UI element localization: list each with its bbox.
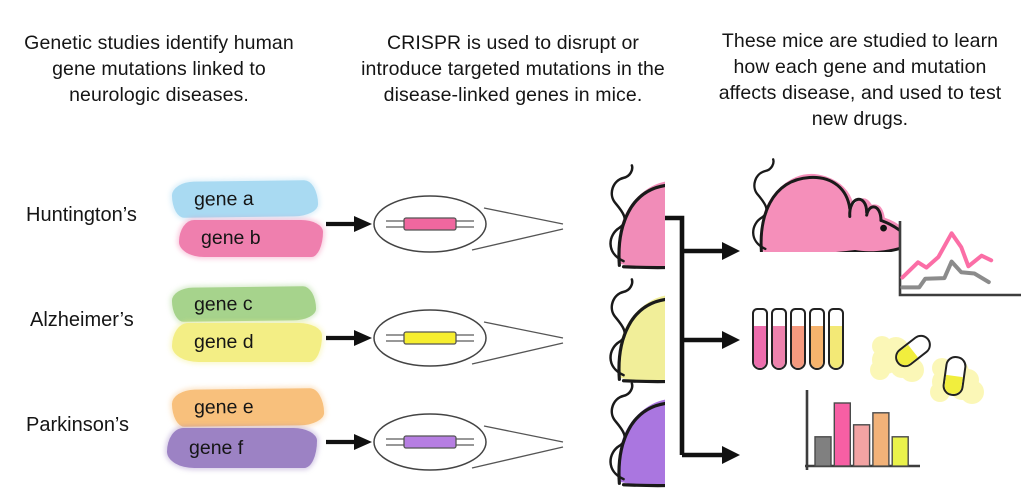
pill-half-white — [946, 357, 965, 377]
test-tube — [828, 308, 844, 370]
branch-arrow-icon — [682, 446, 740, 464]
flow-arrow-icon — [326, 434, 372, 450]
test-tube-rack — [752, 308, 844, 370]
flow-arrow-icon — [326, 330, 372, 346]
test-tube-liquid — [754, 326, 766, 368]
gene-pill-label: gene a — [193, 187, 254, 211]
callout-lines — [471, 207, 564, 251]
pill-capsule-icon — [891, 330, 935, 372]
flow-arrow-icon — [326, 216, 372, 232]
gene-insert — [403, 435, 457, 449]
gene-pill-f: gene f — [167, 428, 317, 468]
studied-mouse — [751, 157, 900, 252]
gene-pill-label: gene d — [194, 331, 254, 353]
test-tube — [790, 308, 806, 370]
test-tube-liquid — [830, 326, 842, 368]
test-tube — [771, 308, 787, 370]
disease-label-parkinsons: Parkinson’s — [26, 414, 130, 436]
pill-half-yellow — [943, 374, 963, 396]
mouse-icon — [751, 157, 900, 252]
pill-splash — [872, 336, 892, 356]
test-tube — [752, 308, 768, 370]
gene-pill-c: gene c — [171, 286, 317, 322]
pill-capsule-icon — [941, 354, 968, 398]
gene-pill-label: gene b — [201, 227, 261, 249]
gene-pill-label: gene c — [193, 292, 253, 316]
step-2-heading: CRISPR is used to disrupt or introduce t… — [361, 32, 665, 106]
gene-insert — [403, 331, 457, 345]
bar-chart — [805, 390, 920, 470]
disease-label-alzheimers: Alzheimer’s — [30, 309, 134, 331]
callout-lines — [471, 321, 564, 365]
gene-pill-a: gene a — [171, 180, 319, 218]
crispr-row-parkinsons — [326, 382, 665, 488]
gene-pill-label: gene f — [189, 436, 244, 459]
step-3-heading: These mice are studied to learn how each… — [718, 30, 1002, 130]
line-chart — [898, 221, 1021, 297]
test-tube-liquid — [773, 326, 785, 368]
step-1-heading: Genetic studies identify human gene muta… — [24, 32, 294, 106]
test-tube — [809, 308, 825, 370]
gene-insert — [403, 217, 457, 231]
crispr-row-alzheimers — [326, 278, 665, 384]
branch-arrow-icon — [682, 331, 740, 349]
crispr-row-huntingtons — [326, 164, 665, 270]
disease-label-huntingtons: Huntington’s — [26, 204, 137, 226]
gene-pill-d: gene d — [172, 323, 322, 362]
branch-arrow-icon — [682, 242, 740, 260]
test-tube-liquid — [811, 326, 823, 368]
gene-pill-e: gene e — [171, 388, 325, 427]
branch-bracket — [665, 215, 740, 464]
callout-lines — [471, 425, 564, 469]
gene-pill-b: gene b — [179, 220, 323, 257]
gene-pill-label: gene e — [193, 395, 254, 419]
test-tube-liquid — [792, 326, 804, 368]
